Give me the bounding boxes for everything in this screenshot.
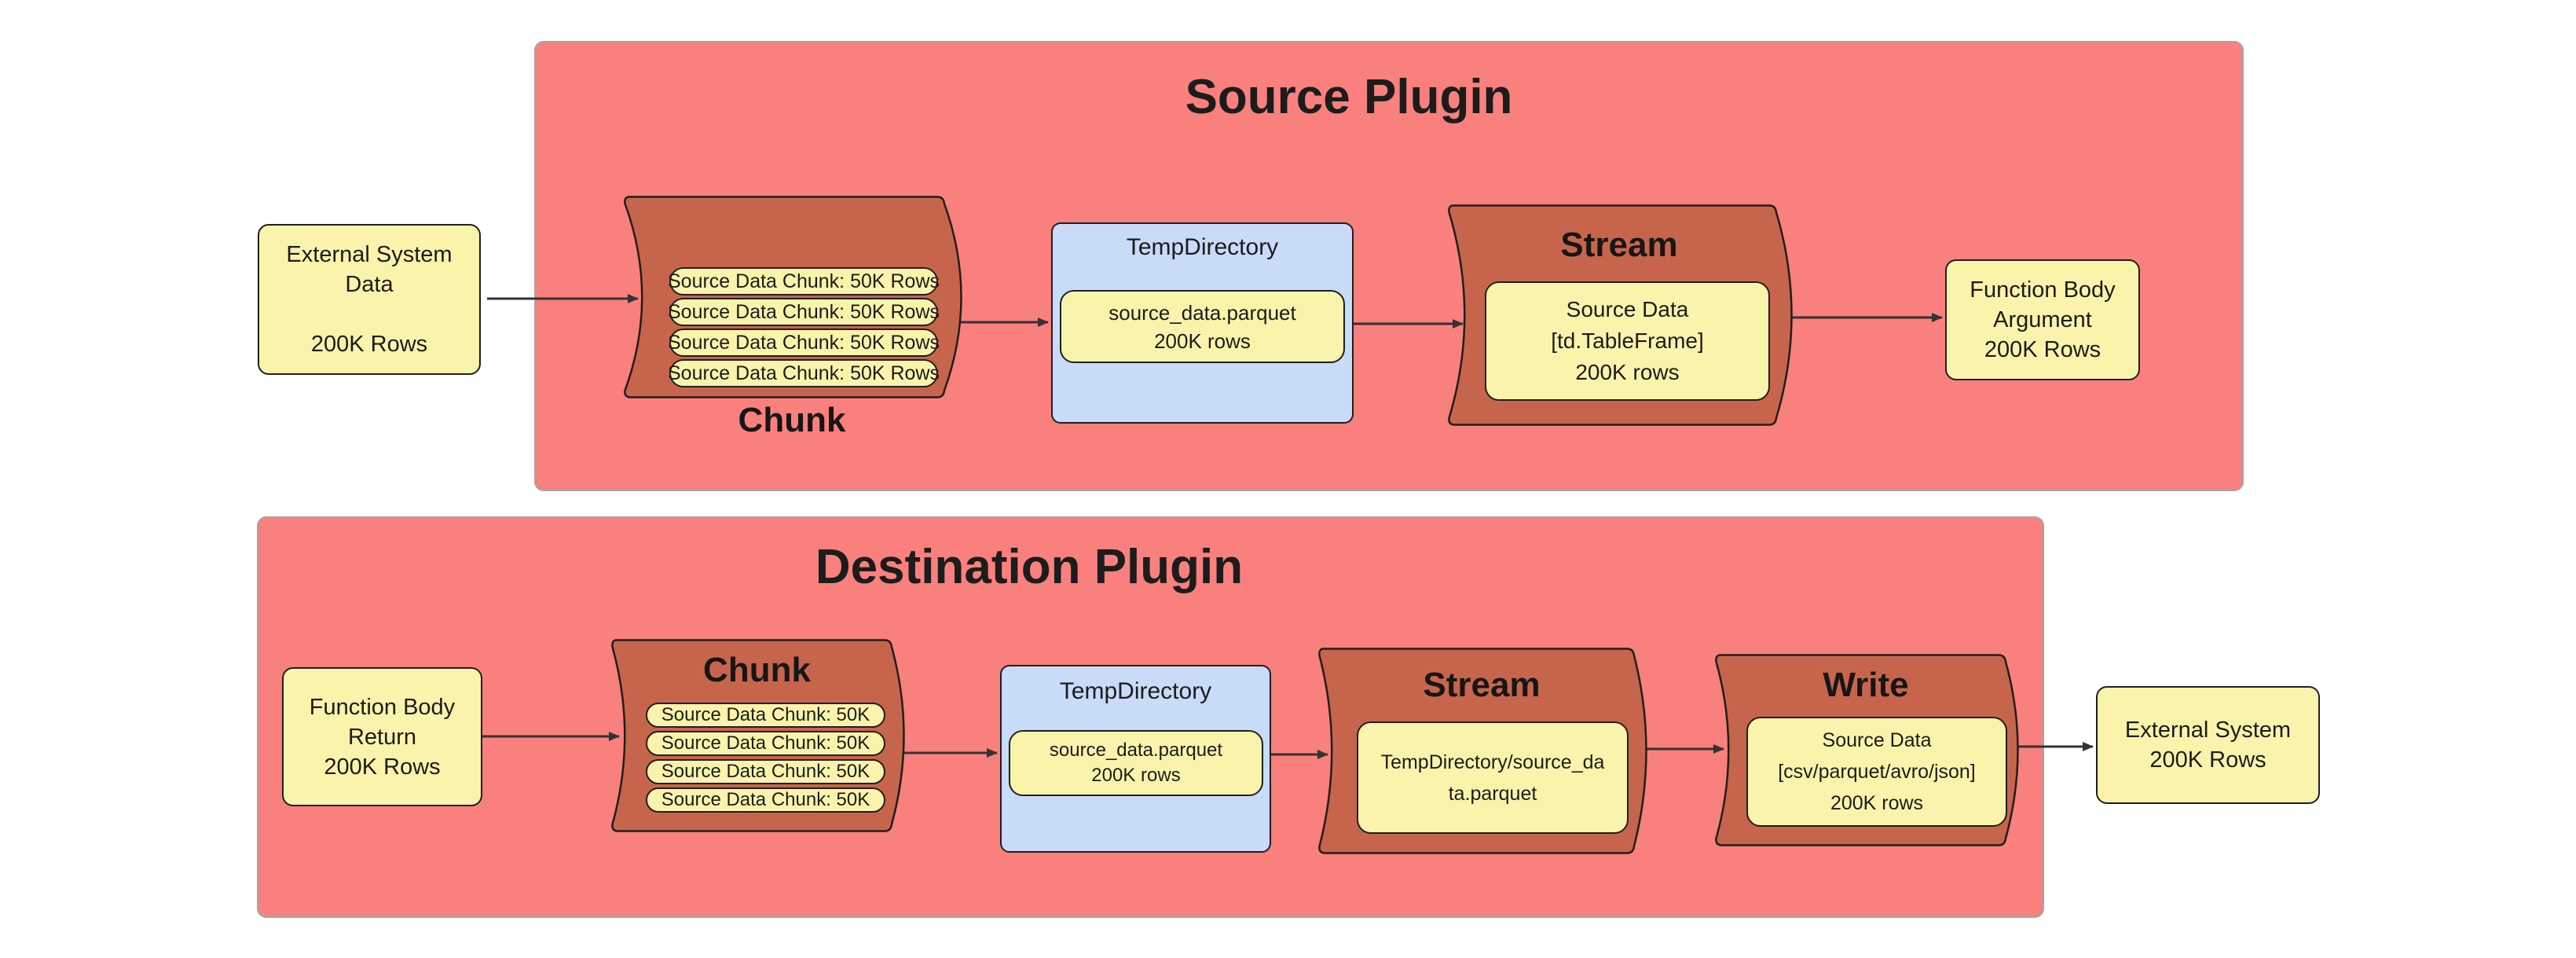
write-stage: Write Source Data [csv/parquet/avro/json… — [1714, 654, 2019, 846]
stream-data-node: Source Data [td.TableFrame] 200K rows — [1485, 281, 1770, 401]
node-text-line: source_data.parquet — [1108, 300, 1296, 325]
node-text-line: ta.parquet — [1448, 782, 1537, 805]
node-text-line: 200K rows — [1830, 792, 1924, 814]
function-body-return-node: Function Body Return 200K Rows — [282, 667, 482, 806]
node-text-line: Source Data — [1566, 297, 1689, 321]
node-text-line: 200K rows — [1575, 360, 1680, 384]
source-tempdirectory-node: TempDirectory source_data.parquet 200K r… — [1051, 222, 1354, 424]
chunk-pill: Source Data Chunk: 50K Rows — [668, 298, 940, 326]
destination-plugin-title: Destination Plugin — [815, 540, 1244, 594]
write-stage-label: Write — [1823, 666, 1909, 704]
node-text-line: TempDirectory/source_da — [1380, 751, 1605, 773]
stream-path-node: TempDirectory/source_da ta.parquet — [1357, 721, 1629, 834]
destination-stream-stage: Stream TempDirectory/source_da ta.parque… — [1317, 648, 1647, 854]
node-text-line: Return — [347, 724, 417, 750]
chunk-pill: Source Data Chunk: 50K — [646, 703, 885, 728]
node-text-line: [csv/parquet/avro/json] — [1778, 761, 1976, 783]
source-chunk-stage: Chunk Source Data Chunk: 50K Rows Source… — [623, 196, 962, 439]
node-text-line: Data — [345, 272, 394, 297]
node-text-line — [259, 299, 479, 329]
tempdirectory-label: TempDirectory — [1126, 234, 1279, 260]
external-system-output-node: External System 200K Rows — [2096, 686, 2320, 804]
parquet-file-node: source_data.parquet 200K rows — [1060, 290, 1345, 363]
node-text-line: 200K Rows — [1984, 337, 2101, 362]
node-text-line: 200K Rows — [310, 332, 428, 357]
chunk-stage-label: Chunk — [703, 651, 811, 689]
node-text-line: [td.TableFrame] — [1551, 329, 1704, 353]
function-body-argument-node: Function Body Argument 200K Rows — [1945, 259, 2140, 380]
source-plugin-title: Source Plugin — [1185, 70, 1513, 124]
stream-stage-label: Stream — [1423, 666, 1541, 704]
chunk-stage-label: Chunk — [738, 401, 846, 439]
source-stream-stage: Stream Source Data [td.TableFrame] 200K … — [1447, 204, 1793, 426]
chunk-pill: Source Data Chunk: 50K — [646, 759, 885, 784]
node-text-line: 200K rows — [1154, 329, 1251, 353]
tempdirectory-label: TempDirectory — [1059, 678, 1212, 704]
chunk-pill: Source Data Chunk: 50K Rows — [668, 359, 940, 387]
chunk-pill: Source Data Chunk: 50K — [646, 787, 885, 813]
stream-stage-label: Stream — [1560, 226, 1678, 264]
node-text-line: External System — [2124, 718, 2292, 743]
node-text-line: Source Data — [1822, 729, 1932, 751]
node-text-line: source_data.parquet — [1049, 740, 1223, 761]
node-text-line: Function Body — [309, 694, 456, 720]
chunk-pill: Source Data Chunk: 50K Rows — [668, 267, 940, 295]
node-text-line: 200K rows — [1091, 765, 1181, 786]
external-system-data-node: External System Data 200K Rows — [258, 224, 481, 375]
node-text-line: Argument — [1993, 307, 2092, 332]
node-text-line: 200K Rows — [2149, 747, 2266, 773]
destination-chunk-stage: Chunk Source Data Chunk: 50K Source Data… — [610, 639, 905, 832]
chunk-pill: Source Data Chunk: 50K — [646, 731, 885, 756]
node-text-line: Function Body — [1970, 277, 2116, 303]
destination-tempdirectory-node: TempDirectory source_data.parquet 200K r… — [1000, 665, 1271, 853]
node-text-line: 200K Rows — [324, 754, 441, 780]
chunk-pill: Source Data Chunk: 50K Rows — [668, 329, 940, 357]
node-text-line: External System — [286, 242, 453, 267]
parquet-file-node: source_data.parquet 200K rows — [1009, 730, 1263, 796]
write-data-node: Source Data [csv/parquet/avro/json] 200K… — [1746, 717, 2007, 827]
